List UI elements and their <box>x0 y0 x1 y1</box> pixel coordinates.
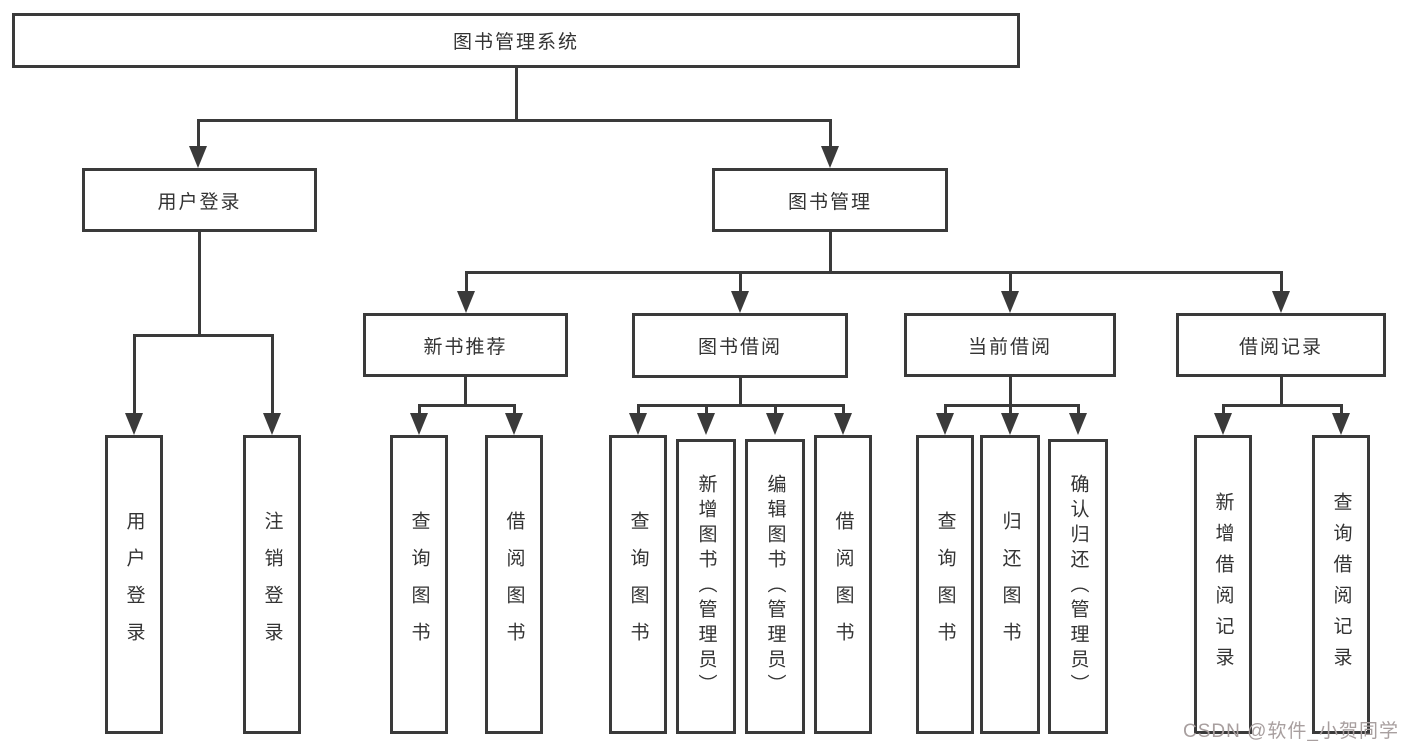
arrowhead-leaf-nb-query <box>410 413 428 435</box>
connector-current-borrow-rail <box>944 404 1080 407</box>
node-borrow-records-label: 借阅记录 <box>1238 336 1323 358</box>
leaf-bb-query-books: 查询图书 <box>609 435 667 734</box>
connector-to-leaf-bb-query <box>637 404 640 415</box>
arrowhead-leaf-cb-confirm <box>1069 413 1087 435</box>
leaf-cb-return-books: 归还图书 <box>980 435 1040 734</box>
node-user-login: 用户登录 <box>82 168 317 232</box>
arrowhead-leaf-br-add <box>1214 413 1232 435</box>
connector-to-leaf-br-query <box>1340 404 1343 415</box>
connector-to-borrow-records <box>1280 271 1283 293</box>
connector-new-book-rail <box>418 404 516 407</box>
leaf-logout-label: 注销登录 <box>261 510 283 659</box>
arrowhead-leaf-logout <box>263 413 281 435</box>
node-current-borrow: 当前借阅 <box>904 313 1116 377</box>
connector-book-borrow-rail <box>637 404 845 407</box>
node-book-mgmt-label: 图书管理 <box>787 191 872 213</box>
node-new-book-rec-label: 新书推荐 <box>423 336 508 358</box>
leaf-bb-edit-books-admin: 编辑图书（管理员） <box>745 439 805 734</box>
leaf-br-query-record-label: 查询借阅记录 <box>1330 491 1352 678</box>
arrowhead-leaf-cb-return <box>1001 413 1019 435</box>
arrowhead-book-mgmt <box>821 146 839 168</box>
connector-to-leaf-logout <box>271 334 274 415</box>
arrowhead-leaf-bb-edit <box>766 413 784 435</box>
arrowhead-current-borrow <box>1001 291 1019 313</box>
connector-to-leaf-cb-query <box>944 404 947 415</box>
connector-to-current-borrow <box>1009 271 1012 293</box>
arrowhead-leaf-bb-query <box>629 413 647 435</box>
node-root: 图书管理系统 <box>12 13 1020 68</box>
connector-root-rail <box>197 119 831 122</box>
leaf-nb-borrow-books: 借阅图书 <box>485 435 543 734</box>
connector-to-leaf-user-login <box>133 334 136 415</box>
arrowhead-book-borrow <box>731 291 749 313</box>
arrowhead-borrow-records <box>1272 291 1290 313</box>
connector-to-leaf-bb-borrow <box>842 404 845 415</box>
connector-book-mgmt-stem <box>829 232 832 273</box>
leaf-bb-edit-books-admin-label: 编辑图书（管理员） <box>764 474 786 699</box>
leaf-br-query-record: 查询借阅记录 <box>1312 435 1370 734</box>
connector-to-leaf-cb-return <box>1009 404 1012 415</box>
leaf-cb-confirm-return-admin-label: 确认归还（管理员） <box>1067 474 1089 699</box>
csdn-watermark: CSDN @软件_小贺同学 <box>1183 721 1399 742</box>
arrowhead-new-book <box>457 291 475 313</box>
arrowhead-leaf-bb-add <box>697 413 715 435</box>
leaf-cb-query-books-label: 查询图书 <box>934 510 956 659</box>
connector-root-stem <box>515 68 518 120</box>
connector-to-new-book <box>465 271 468 293</box>
connector-root-to-user-login <box>197 119 200 147</box>
connector-new-book-stem <box>464 377 467 406</box>
node-root-label: 图书管理系统 <box>452 32 579 53</box>
connector-to-leaf-nb-query <box>418 404 421 415</box>
connector-to-leaf-br-add <box>1222 404 1225 415</box>
arrowhead-leaf-cb-query <box>936 413 954 435</box>
leaf-bb-add-books-admin: 新增图书（管理员） <box>676 439 736 734</box>
connector-borrow-records-rail <box>1222 404 1343 407</box>
node-book-mgmt: 图书管理 <box>712 168 948 232</box>
node-current-borrow-label: 当前借阅 <box>967 336 1052 358</box>
connector-user-login-stem <box>198 232 201 336</box>
leaf-bb-query-books-label: 查询图书 <box>627 510 649 659</box>
connector-to-leaf-bb-add <box>705 404 708 415</box>
connector-book-mgmt-rail <box>465 271 1282 274</box>
leaf-nb-query-books: 查询图书 <box>390 435 448 734</box>
connector-current-borrow-stem <box>1009 377 1012 406</box>
leaf-br-add-record-label: 新增借阅记录 <box>1212 491 1234 678</box>
connector-to-leaf-nb-borrow <box>513 404 516 415</box>
leaf-nb-borrow-books-label: 借阅图书 <box>503 510 525 659</box>
leaf-user-login-label: 用户登录 <box>123 510 145 659</box>
arrowhead-leaf-nb-borrow <box>505 413 523 435</box>
connector-to-book-borrow <box>739 271 742 293</box>
connector-borrow-records-stem <box>1280 377 1283 406</box>
arrowhead-leaf-br-query <box>1332 413 1350 435</box>
arrowhead-leaf-bb-borrow <box>834 413 852 435</box>
node-borrow-records: 借阅记录 <box>1176 313 1386 377</box>
node-user-login-label: 用户登录 <box>157 191 242 213</box>
leaf-br-add-record: 新增借阅记录 <box>1194 435 1252 734</box>
node-book-borrow: 图书借阅 <box>632 313 848 378</box>
leaf-cb-return-books-label: 归还图书 <box>999 510 1021 659</box>
connector-to-leaf-bb-edit <box>774 404 777 415</box>
arrowhead-user-login <box>189 146 207 168</box>
leaf-cb-confirm-return-admin: 确认归还（管理员） <box>1048 439 1108 734</box>
connector-book-borrow-stem <box>739 378 742 406</box>
connector-root-to-book-mgmt <box>829 119 832 147</box>
leaf-logout: 注销登录 <box>243 435 301 734</box>
leaf-bb-borrow-books: 借阅图书 <box>814 435 872 734</box>
leaf-user-login: 用户登录 <box>105 435 163 734</box>
connector-to-leaf-cb-confirm <box>1077 404 1080 415</box>
connector-user-login-rail <box>133 334 273 337</box>
leaf-nb-query-books-label: 查询图书 <box>408 510 430 659</box>
leaf-cb-query-books: 查询图书 <box>916 435 974 734</box>
leaf-bb-add-books-admin-label: 新增图书（管理员） <box>695 474 717 699</box>
arrowhead-leaf-user-login <box>125 413 143 435</box>
node-book-borrow-label: 图书借阅 <box>697 337 782 358</box>
node-new-book-rec: 新书推荐 <box>363 313 568 377</box>
leaf-bb-borrow-books-label: 借阅图书 <box>832 510 854 659</box>
